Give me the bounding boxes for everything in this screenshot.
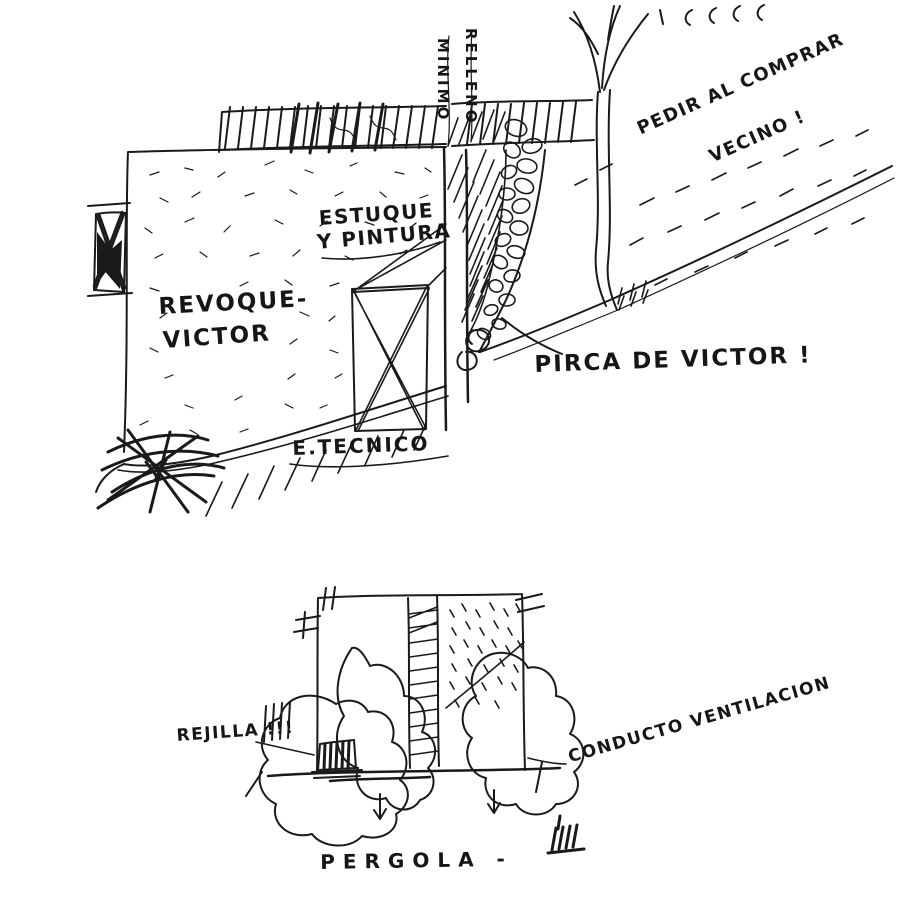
down-arrows <box>373 789 501 820</box>
grille-stroke <box>322 740 351 771</box>
terrain-left <box>95 385 449 517</box>
conducto-leader-stroke <box>527 757 567 765</box>
label-minimo: MINIMO <box>434 38 452 123</box>
top-hatch-band-stroke <box>466 101 577 145</box>
pirca-stones-stroke <box>478 149 546 353</box>
wall-lines-stroke <box>442 146 470 432</box>
pirca-stones-stroke <box>483 303 499 317</box>
pirca-stones-stroke <box>494 232 512 248</box>
estuque-leader <box>321 241 441 260</box>
window-left-stroke <box>97 232 116 284</box>
dark-hatch-patch <box>546 814 586 855</box>
pirca-stones-stroke <box>488 279 504 293</box>
door-x-stroke <box>352 285 430 432</box>
room-outline <box>123 146 447 453</box>
label-e-tecnico: E.TECNICO <box>292 431 430 460</box>
left-hatch-marks-stroke <box>263 701 291 743</box>
terrain-right <box>479 129 895 361</box>
plan-outline <box>293 586 545 773</box>
pirca-stones-stroke <box>491 318 507 330</box>
terrain-left-stroke <box>205 423 427 517</box>
window-left-stroke <box>87 202 133 297</box>
top-hatch-band-stroke <box>289 101 385 155</box>
stucco-hatch-stroke <box>447 154 486 323</box>
pirca-stones-stroke <box>511 197 531 215</box>
pirca-stones-stroke <box>498 187 516 201</box>
terrain-right-stroke <box>493 177 895 361</box>
gravel-dots-stroke <box>445 641 525 709</box>
terrain-right-stroke <box>479 165 893 353</box>
bottom-line <box>245 761 562 797</box>
pergola-clouds-stroke <box>258 694 409 847</box>
pirca-stones-stroke <box>509 220 529 236</box>
bottom-line-stroke <box>266 766 562 783</box>
pirca-stones-stroke <box>502 141 522 159</box>
pirca-stones-stroke <box>470 149 507 331</box>
pirca-leader <box>501 317 563 355</box>
down-arrows-stroke <box>373 789 501 820</box>
room-plaster-dots <box>139 160 432 435</box>
terrain-left-stroke <box>96 428 226 514</box>
pirca-stones <box>456 118 546 372</box>
pergola-clouds-stroke <box>335 646 437 811</box>
pergola-clouds <box>258 646 585 847</box>
label-relleno: RELLENO <box>462 28 480 126</box>
pirca-stones-stroke <box>521 137 543 155</box>
room-outline-stroke <box>123 146 447 453</box>
tree-stroke <box>594 89 618 311</box>
tree-stroke <box>659 4 765 26</box>
terrain-left-stroke <box>95 463 125 493</box>
lower-sketch <box>245 586 586 855</box>
pirca-stones-stroke <box>496 208 514 224</box>
room-plaster-dots-stroke <box>139 160 432 435</box>
stucco-hatch <box>447 109 506 323</box>
bottom-line-stroke <box>245 761 543 797</box>
terrain-right-stroke <box>617 280 647 305</box>
plan-outline-stroke <box>293 586 545 639</box>
pirca-stones-stroke <box>500 164 518 180</box>
door-x-stroke <box>353 223 447 292</box>
stucco-hatch-stroke <box>471 149 504 322</box>
tecnico-underline <box>289 455 449 468</box>
door-x-stroke <box>351 284 430 432</box>
grille-stroke <box>311 769 363 779</box>
pergola-clouds-stroke <box>461 651 585 816</box>
left-hatch-marks <box>263 701 291 743</box>
pirca-stones-stroke <box>498 293 516 307</box>
terrain-right-stroke <box>574 129 869 286</box>
rejilla-leader <box>255 741 315 756</box>
stucco-hatch-stroke <box>447 109 506 147</box>
pirca-stones-stroke <box>513 177 535 195</box>
window-left <box>87 202 133 297</box>
gravel-dots <box>445 602 525 709</box>
dark-hatch-patch-stroke <box>546 814 586 855</box>
top-hatch-band <box>218 29 595 155</box>
upper-sketch <box>87 4 895 517</box>
pirca-stones-stroke <box>516 158 538 174</box>
grille <box>311 739 363 779</box>
tree-stroke <box>569 5 649 93</box>
rejilla-leader-stroke <box>255 741 315 756</box>
wall-lines <box>442 146 470 432</box>
tecnico-underline-stroke <box>289 455 449 468</box>
conducto-leader <box>527 757 567 765</box>
door-x <box>351 223 447 432</box>
label-pergola: PERGOLA - <box>320 846 514 874</box>
estuque-leader-stroke <box>321 241 441 260</box>
duct-ladder <box>407 595 440 769</box>
top-hatch-band-stroke <box>329 29 473 147</box>
tree <box>569 4 765 311</box>
pirca-stones-stroke <box>504 118 528 138</box>
gravel-dots-stroke <box>449 602 523 709</box>
pirca-leader-stroke <box>501 317 563 355</box>
pirca-stones-stroke <box>456 328 491 372</box>
top-hatch-band-stroke <box>224 105 439 149</box>
tree-stroke <box>618 289 649 311</box>
